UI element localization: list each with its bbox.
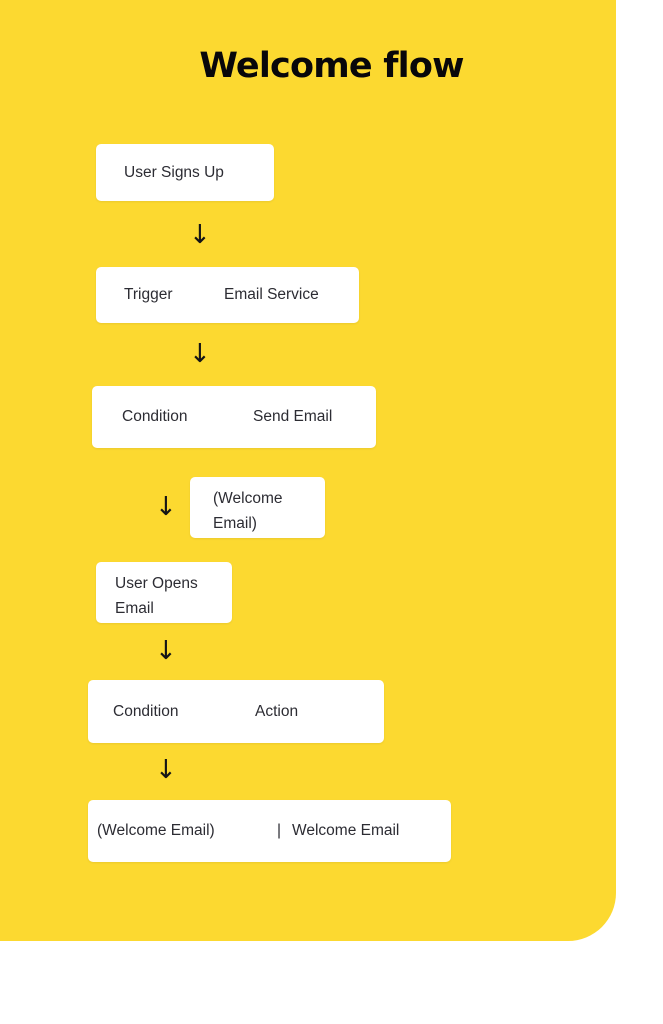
flow-node-user-opens-email[interactable]: User Opens Email xyxy=(96,562,232,623)
flow-node-label-line-2: Email) xyxy=(213,515,257,532)
flow-node-label-left: (Welcome Email) xyxy=(97,822,215,839)
flow-node-label-line-1: User Opens xyxy=(115,575,198,592)
arrow-down-icon: ↓ xyxy=(189,220,211,250)
flow-node-label-right: Welcome Email xyxy=(292,822,400,839)
arrow-down-icon: ↓ xyxy=(155,636,177,666)
flow-node-condition-action[interactable]: Condition Action xyxy=(88,680,384,743)
flow-node-welcome-email-pair[interactable]: (Welcome Email) | Welcome Email xyxy=(88,800,451,862)
page-title: Welcome flow xyxy=(199,46,464,86)
flow-node-label-left: Condition xyxy=(113,702,179,720)
flow-node-label-left: Condition xyxy=(122,408,188,425)
flow-node-label-right: Email Service xyxy=(224,286,319,303)
flow-node-welcome-email-parens[interactable]: (Welcome Email) xyxy=(190,477,325,538)
flow-node-label-left: Trigger xyxy=(124,286,173,303)
flow-node-trigger-email-service[interactable]: Trigger Email Service xyxy=(96,267,359,323)
arrow-down-icon: ↓ xyxy=(189,339,211,369)
flow-node-condition-send-email[interactable]: Condition Send Email xyxy=(92,386,376,448)
flow-node-label-line-2: Email xyxy=(115,600,154,617)
flow-node-label-right: Send Email xyxy=(253,408,333,425)
arrow-down-icon: ↓ xyxy=(155,492,177,522)
flow-node-separator: | xyxy=(277,822,282,839)
flow-node-label-line-1: (Welcome xyxy=(213,490,283,507)
flow-node-user-signs-up[interactable]: User Signs Up xyxy=(96,144,274,201)
flow-node-label: User Signs Up xyxy=(124,163,224,181)
flow-node-label-right: Action xyxy=(255,702,299,720)
arrow-down-icon: ↓ xyxy=(155,755,177,785)
